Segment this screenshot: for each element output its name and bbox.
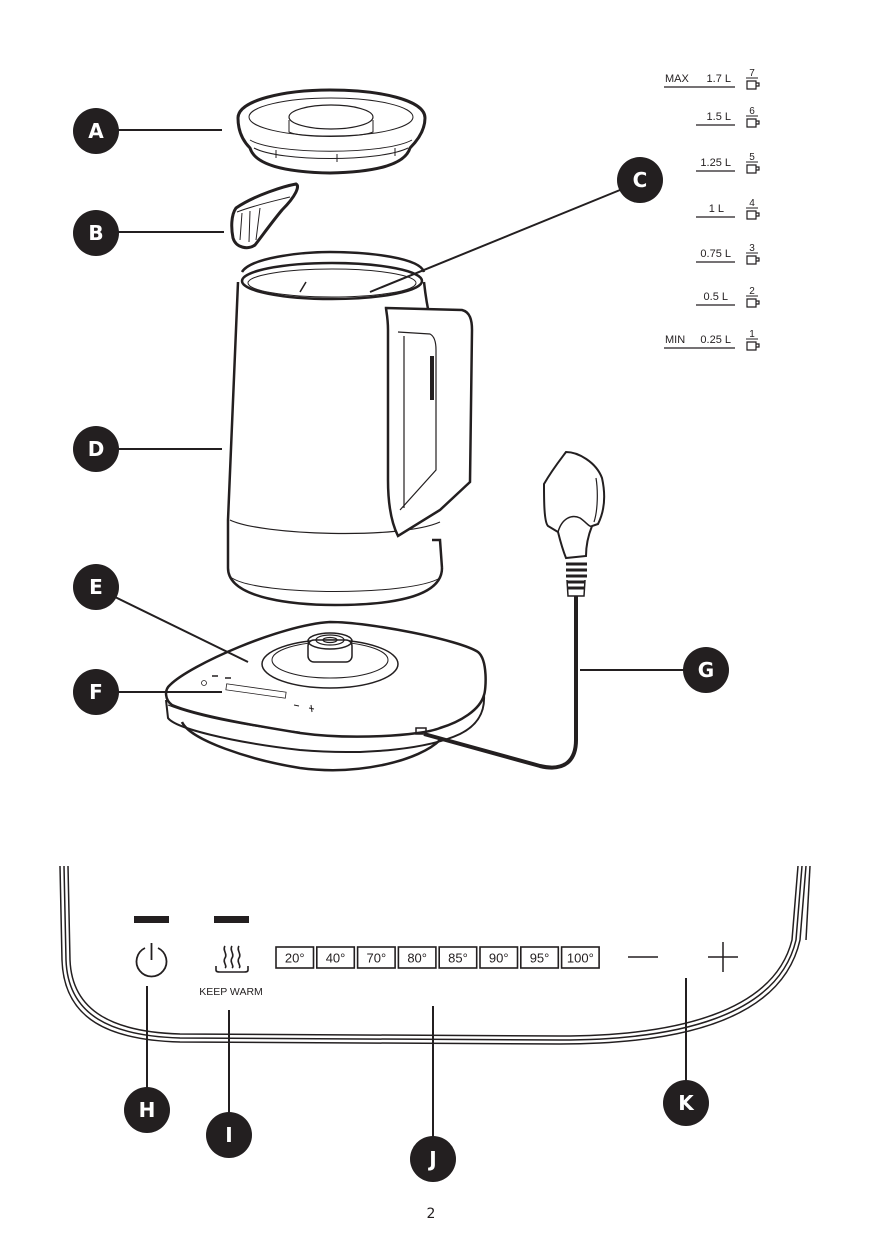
leader-lines-upper [112, 129, 684, 693]
cup-count: 6 [749, 106, 755, 117]
callout-g: G [683, 647, 729, 693]
temperature-label: 85° [448, 951, 468, 966]
scale-row: 1 L 4 [696, 198, 760, 220]
filter-illustration [230, 182, 299, 250]
temperature-button-frame [438, 946, 478, 969]
cup-icon [746, 298, 760, 308]
scale-label: MIN [665, 334, 685, 346]
temperature-label: 40° [326, 951, 346, 966]
cup-count: 1 [749, 329, 755, 340]
temperature-button[interactable]: 20° [275, 946, 315, 969]
temperature-button[interactable]: 85° [438, 946, 478, 969]
scale-row: 1.25 L 5 [696, 152, 760, 174]
kettle-jug-illustration [226, 250, 474, 607]
svg-text:G: G [698, 658, 714, 682]
scale-row: 0.5 L 2 [696, 286, 760, 308]
power-icon [135, 943, 168, 978]
temperature-button-frame [519, 946, 560, 969]
scale-volume: 1.25 L [700, 157, 731, 169]
temperature-label: 20° [285, 951, 305, 966]
page-number: 2 [427, 1206, 436, 1222]
scale-label: MAX [665, 73, 690, 85]
scale-row: MIN 0.25 L 1 [664, 329, 760, 351]
scale-volume: 0.75 L [700, 248, 731, 260]
keep-warm-indicator-led [214, 916, 249, 923]
svg-text:H: H [139, 1098, 156, 1122]
scale-volume: 1.7 L [707, 73, 731, 85]
control-panel-detail: KEEP WARM 20° 40° 70° 80° 85° 90° 95° 100° [59, 865, 811, 1140]
cup-icon [746, 341, 760, 351]
keep-warm-button[interactable]: KEEP WARM [199, 945, 263, 998]
callout-e: E [73, 564, 119, 610]
steam-icon [215, 945, 249, 973]
svg-text:A: A [88, 119, 104, 143]
cup-count: 2 [749, 286, 755, 297]
cup-count: 5 [749, 152, 755, 163]
svg-text:J: J [427, 1147, 436, 1171]
cup-count: 7 [749, 68, 755, 79]
callout-f: F [73, 669, 119, 715]
temperature-label: 80° [407, 951, 427, 966]
scale-volume: 1 L [709, 203, 724, 215]
power-button[interactable] [135, 943, 168, 978]
callout-h: H [124, 1087, 170, 1133]
cup-icon [746, 164, 760, 174]
cup-count: 3 [749, 243, 755, 254]
temperature-button[interactable]: 100° [560, 946, 600, 969]
svg-text:I: I [225, 1123, 232, 1147]
callout-a: A [73, 108, 119, 154]
callout-markers: A B C D E F G H I J K [73, 108, 729, 1182]
callout-j: J [410, 1136, 456, 1182]
svg-text:K: K [678, 1091, 695, 1115]
temperature-button-frame [397, 946, 437, 969]
callout-c: C [617, 157, 663, 203]
base-illustration [164, 620, 487, 772]
power-cord-illustration [423, 450, 606, 770]
cup-icon [746, 118, 760, 128]
svg-text:E: E [89, 575, 103, 599]
cup-icon [746, 210, 760, 220]
temperature-button[interactable]: 90° [479, 946, 519, 969]
temperature-button-frame [479, 946, 519, 969]
scale-volume: 0.25 L [700, 334, 731, 346]
svg-text:F: F [89, 680, 103, 704]
temperature-label: 95° [530, 951, 550, 966]
water-level-scale: MAX 1.7 L 7 1.5 L 6 1.25 L 5 1 L 4 [664, 68, 760, 351]
temperature-label: 100° [567, 951, 594, 966]
cup-icon [746, 80, 760, 90]
svg-text:C: C [633, 168, 648, 192]
svg-text:B: B [88, 221, 103, 245]
temperature-button[interactable]: 40° [315, 946, 356, 969]
cup-count: 4 [749, 198, 755, 209]
temperature-button[interactable]: 80° [397, 946, 437, 969]
temperature-button[interactable]: 70° [356, 946, 396, 969]
keep-warm-label: KEEP WARM [199, 986, 263, 998]
callout-d: D [73, 426, 119, 472]
temperature-button-frame [560, 946, 600, 969]
svg-text:D: D [88, 437, 105, 461]
temperature-button[interactable]: 95° [519, 946, 560, 969]
scale-row: 0.75 L 3 [696, 243, 760, 265]
scale-row: MAX 1.7 L 7 [664, 68, 760, 90]
callout-b: B [73, 210, 119, 256]
temperature-button-frame [275, 946, 315, 969]
temperature-button-frame [315, 946, 356, 969]
cup-icon [746, 255, 760, 265]
leader-lines-lower [146, 978, 687, 1140]
scale-row: 1.5 L 6 [696, 106, 760, 128]
scale-volume: 0.5 L [704, 291, 728, 303]
lid-illustration [236, 88, 427, 175]
temperature-selector: 20° 40° 70° 80° 85° 90° 95° 100° [275, 946, 600, 969]
power-indicator-led [134, 916, 169, 923]
scale-volume: 1.5 L [707, 111, 731, 123]
callout-i: I [206, 1112, 252, 1158]
temperature-label: 90° [489, 951, 509, 966]
callout-k: K [663, 1080, 709, 1126]
plus-button[interactable] [708, 942, 738, 972]
temperature-label: 70° [367, 951, 387, 966]
temperature-button-frame [356, 946, 396, 969]
plus-icon [708, 942, 738, 972]
